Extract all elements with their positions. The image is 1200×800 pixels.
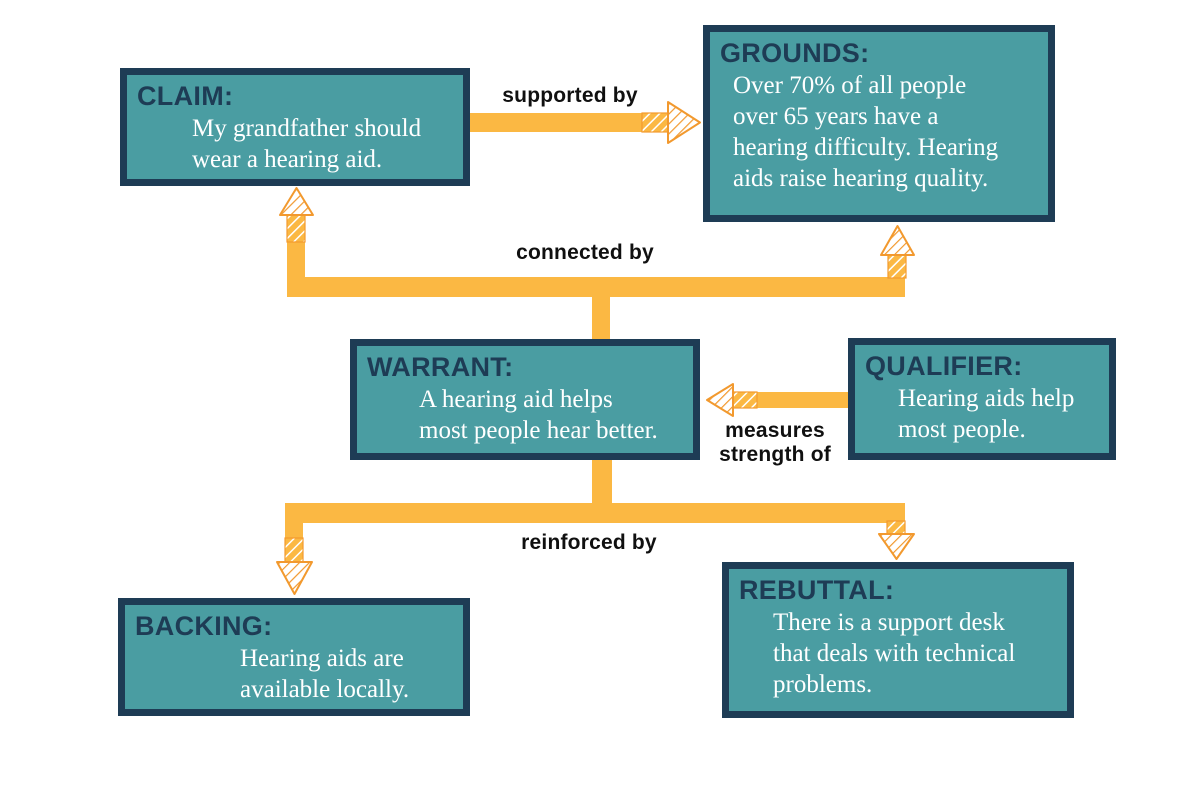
- warrant-title: WARRANT:: [367, 352, 514, 382]
- backing-body: Hearing aids are available locally.: [240, 643, 453, 705]
- measures-strength-of-label: measures strength of: [719, 419, 831, 466]
- rebuttal-box: REBUTTAL: There is a support desk that d…: [722, 562, 1074, 718]
- box-body-line: hearing difficulty. Hearing: [733, 134, 999, 161]
- box-body-line: problems.: [773, 671, 873, 698]
- measures-strength-of-arrow: [706, 383, 848, 417]
- backing-title: BACKING:: [135, 611, 273, 641]
- qualifier-box: QUALIFIER: Hearing aids help most people…: [848, 338, 1116, 460]
- qualifier-body: Hearing aids help most people.: [898, 383, 1099, 445]
- box-body-line: aids raise hearing quality.: [733, 165, 989, 192]
- reinforced-by-label: reinforced by: [521, 531, 657, 554]
- box-body-line: A hearing aid helps: [419, 386, 613, 413]
- rebuttal-body: There is a support desk that deals with …: [773, 607, 1057, 700]
- warrant-box: WARRANT: A hearing aid helps most people…: [350, 339, 700, 460]
- backing-box: BACKING: Hearing aids are available loca…: [118, 598, 470, 716]
- supported-by-label: supported by: [502, 84, 638, 107]
- box-body-line: that deals with technical: [773, 640, 1016, 667]
- claim-body: My grandfather should wear a hearing aid…: [192, 113, 453, 175]
- grounds-box: GROUNDS: Over 70% of all people over 65 …: [703, 25, 1055, 222]
- claim-title: CLAIM:: [137, 81, 234, 111]
- box-body-line: most people hear better.: [419, 417, 658, 444]
- qualifier-title: QUALIFIER:: [865, 351, 1023, 381]
- connected-by-arrow: [279, 187, 915, 340]
- reinforced-by-arrow: [276, 458, 915, 595]
- supported-by-arrow: [470, 101, 701, 144]
- grounds-title: GROUNDS:: [720, 38, 870, 68]
- box-body-line: wear a hearing aid.: [192, 146, 383, 173]
- connected-by-label: connected by: [516, 241, 654, 264]
- claim-box: CLAIM: My grandfather should wear a hear…: [120, 68, 470, 186]
- rebuttal-title: REBUTTAL:: [739, 575, 895, 605]
- box-body-line: over 65 years have a: [733, 103, 939, 130]
- warrant-body: A hearing aid helps most people hear bet…: [419, 384, 683, 446]
- box-body-line: available locally.: [240, 676, 410, 703]
- box-body-line: Over 70% of all people: [733, 72, 967, 99]
- box-body-line: Hearing aids help: [898, 385, 1075, 412]
- box-body-line: Hearing aids are: [240, 645, 404, 672]
- grounds-body: Over 70% of all people over 65 years hav…: [733, 70, 1038, 194]
- box-body-line: There is a support desk: [773, 609, 1005, 636]
- box-body-line: most people.: [898, 416, 1026, 443]
- box-body-line: My grandfather should: [192, 115, 422, 142]
